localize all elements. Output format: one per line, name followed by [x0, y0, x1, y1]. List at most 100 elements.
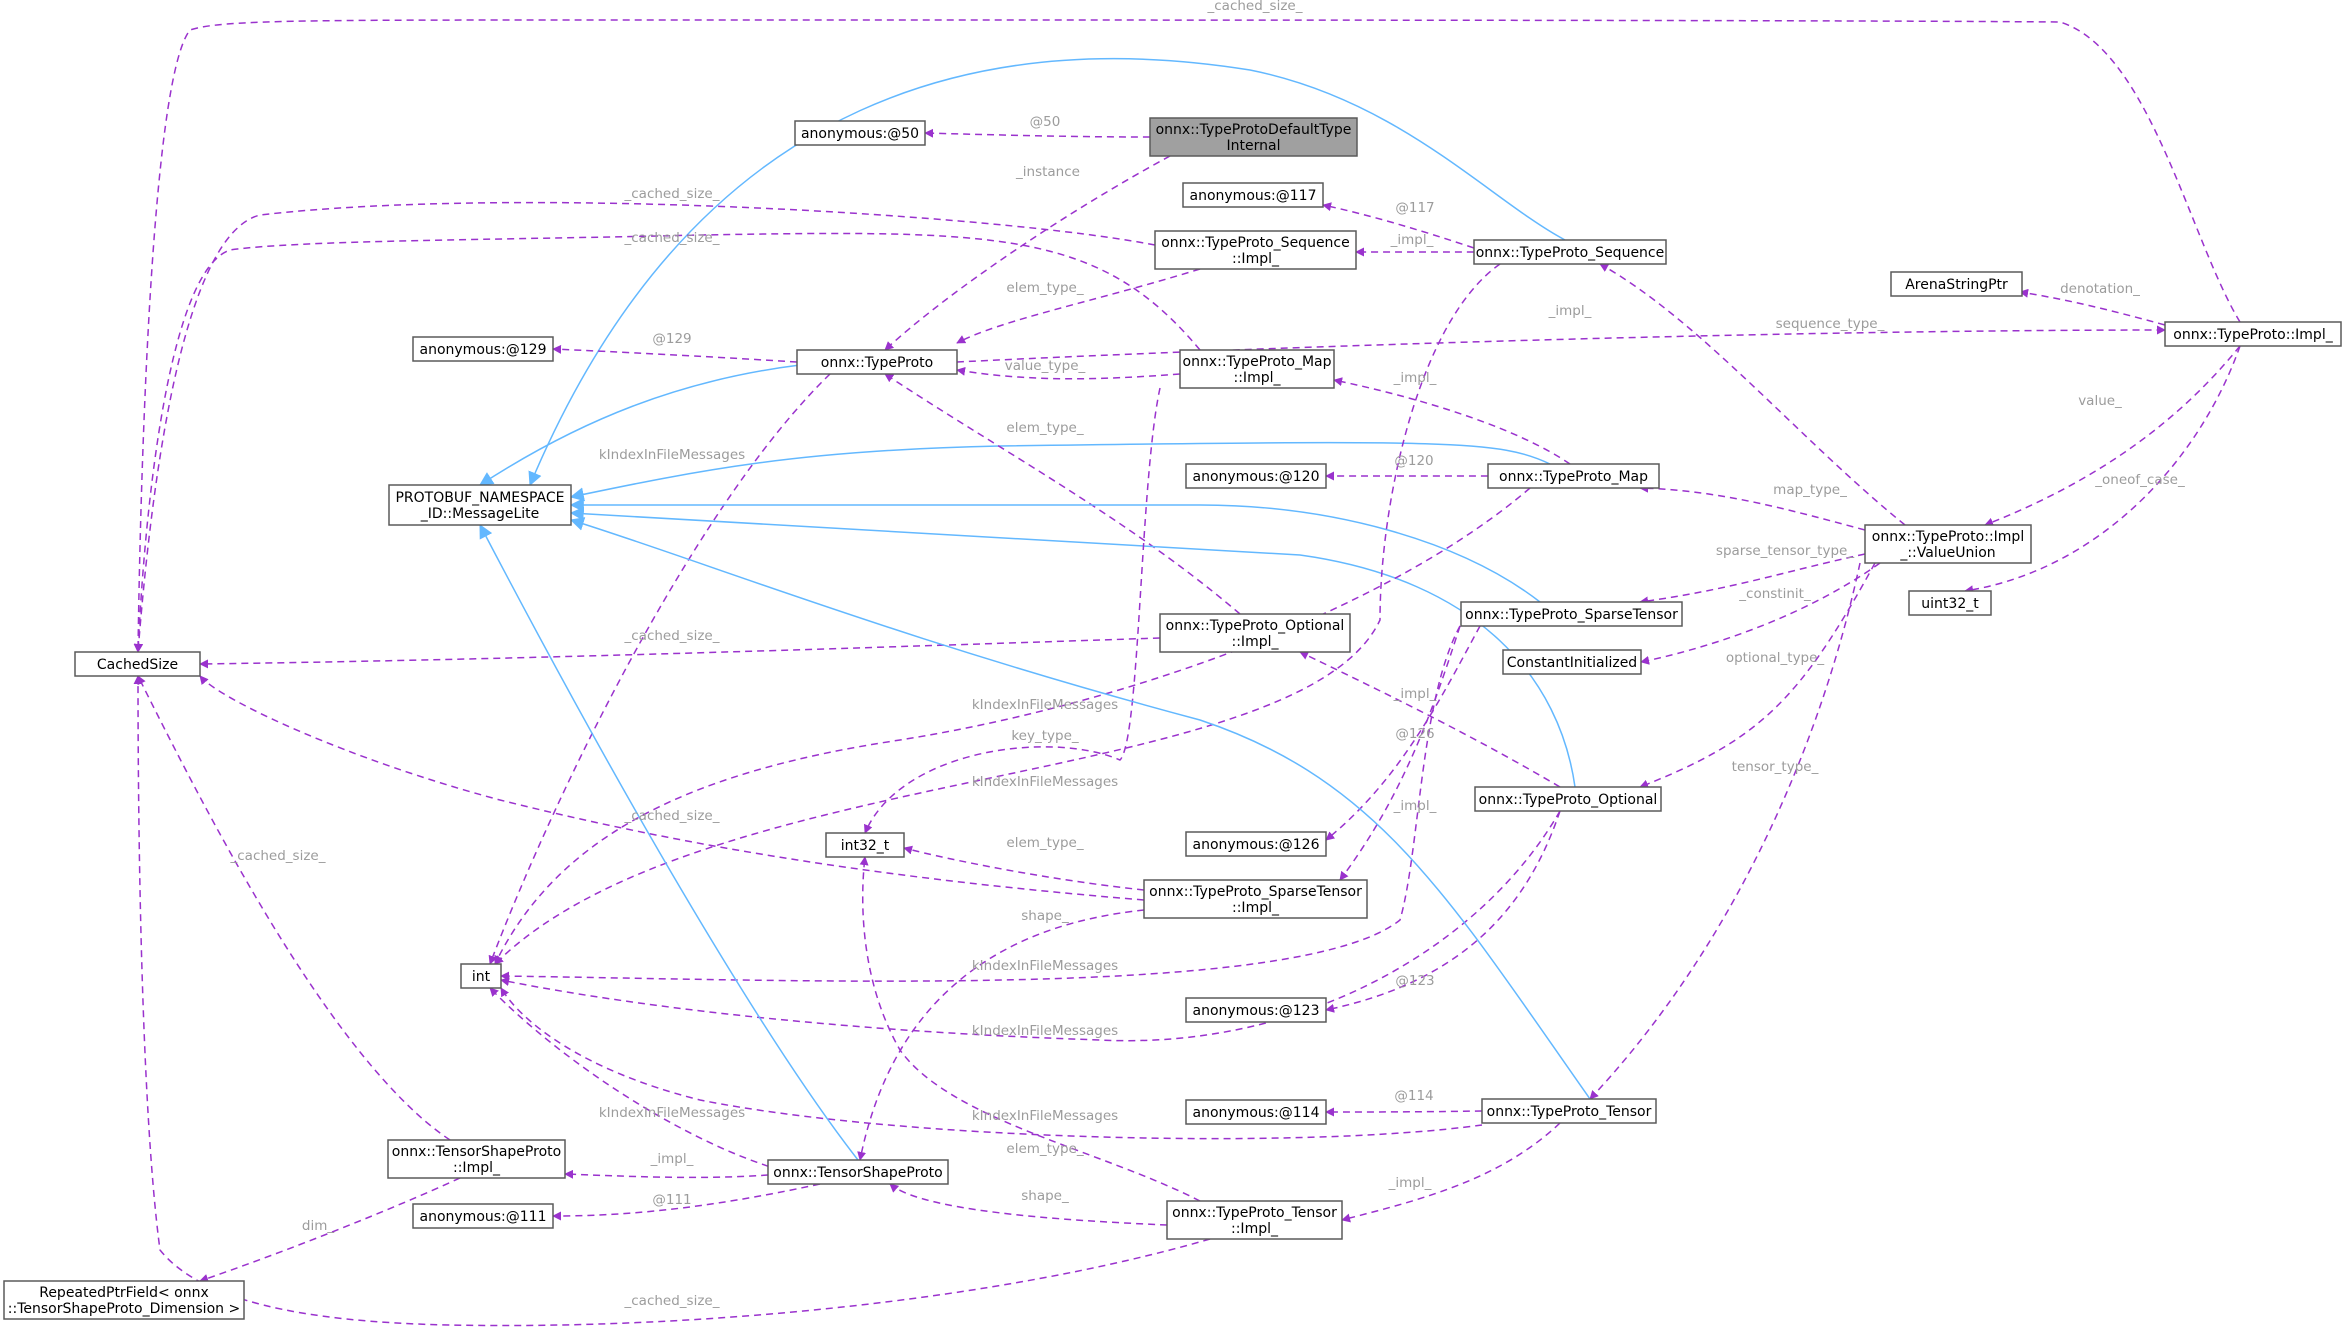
edge-label-defaultTypeInternal-to-typeProto: _instance	[1015, 164, 1080, 180]
class-node-anon120[interactable]: anonymous:@120	[1185, 463, 1327, 489]
class-node-arenaStringPtr[interactable]: ArenaStringPtr	[1890, 271, 2023, 297]
class-node-constInit[interactable]: ConstantInitialized	[1502, 649, 1642, 675]
class-node-typeProto[interactable]: onnx::TypeProto	[796, 349, 958, 375]
class-node-box	[2164, 321, 2342, 347]
class-node-label: ConstantInitialized	[1507, 655, 1637, 671]
class-node-box	[1159, 613, 1351, 653]
class-node-box	[1182, 182, 1324, 208]
edge-label-tspImpl-to-cachedSize: _cached_size_	[230, 848, 326, 864]
class-node-anon117[interactable]: anonymous:@117	[1182, 182, 1324, 208]
dependency-edge-tensorImpl-to-int32	[859, 856, 1201, 1202]
edge-label-tpOptional-to-anon123: @123	[1395, 973, 1434, 989]
inheritance-edge-tpMap-to-messageLite	[569, 441, 1551, 502]
class-node-label: onnx::TensorShapeProto	[773, 1165, 942, 1181]
class-node-messageLite[interactable]: PROTOBUF_NAMESPACE_ID::MessageLite	[388, 484, 572, 526]
class-node-box	[1502, 649, 1642, 675]
edge-label-tpTensor-to-anon114: @114	[1394, 1088, 1433, 1104]
class-node-anon126[interactable]: anonymous:@126	[1185, 831, 1327, 857]
dependency-edge-tspImpl-to-repeatedPtr	[199, 1177, 461, 1283]
class-node-box	[1185, 1099, 1327, 1125]
class-node-tpSparse[interactable]: onnx::TypeProto_SparseTensor	[1460, 601, 1683, 627]
edge-label-mapImpl-to-typeProto: value_type_	[1005, 358, 1086, 374]
class-node-label: onnx::TypeProto	[821, 355, 933, 371]
class-node-uint32[interactable]: uint32_t	[1908, 590, 1992, 616]
dependency-edge-sparseImpl-to-tsp	[857, 909, 1145, 1161]
class-node-box	[794, 120, 926, 146]
dependency-edge-tpSparse-to-anon126	[1325, 625, 1481, 841]
class-node-int32[interactable]: int32_t	[825, 832, 905, 858]
class-node-anon114[interactable]: anonymous:@114	[1185, 1099, 1327, 1125]
edge-label-tpOptional-to-int: kIndexInFileMessages	[972, 1023, 1118, 1039]
class-node-anon50[interactable]: anonymous:@50	[794, 120, 926, 146]
dependency-edge-tpTensor-to-int	[500, 987, 1483, 1140]
class-node-tpTensor[interactable]: onnx::TypeProto_Tensor	[1481, 1098, 1657, 1124]
edge-label-typeProto-to-tpImpl: _impl_	[1548, 303, 1592, 319]
class-node-int[interactable]: int	[460, 963, 502, 989]
class-node-tsp[interactable]: onnx::TensorShapeProto	[767, 1159, 949, 1185]
dependency-edge-typeProto-to-int	[488, 373, 831, 965]
class-node-label: uint32_t	[1921, 596, 1979, 612]
class-node-label: anonymous:@50	[801, 126, 919, 142]
class-node-label: CachedSize	[97, 657, 178, 673]
class-node-cachedSize[interactable]: CachedSize	[74, 651, 201, 677]
class-node-box	[1890, 271, 2023, 297]
dependency-edge-tpImpl-to-arenaStringPtr	[2019, 288, 2166, 326]
class-node-anon111[interactable]: anonymous:@111	[412, 1203, 554, 1229]
edge-label-typeProto-to-anon129: @129	[652, 331, 691, 347]
class-node-box	[825, 832, 905, 858]
class-node-mapImpl[interactable]: onnx::TypeProto_Map::Impl_	[1179, 349, 1335, 389]
class-node-label: onnx::TypeProto_Optional::Impl_	[1166, 618, 1345, 650]
class-node-repeatedPtr[interactable]: RepeatedPtrField< onnx::TensorShapeProto…	[3, 1280, 245, 1320]
class-node-tpSequence[interactable]: onnx::TypeProto_Sequence	[1473, 239, 1667, 265]
edge-label-tpImpl-to-valueUnion: value_	[2078, 393, 2122, 409]
class-node-seqImpl[interactable]: onnx::TypeProto_Sequence::Impl_	[1154, 230, 1357, 270]
class-node-box	[387, 1139, 566, 1179]
edge-label-optImpl-to-typeProto: elem_type_	[1006, 420, 1083, 436]
dependency-edge-tspImpl-to-cachedSize	[137, 675, 451, 1141]
dependency-edge-tpSparse-to-sparseImpl	[1339, 625, 1461, 881]
class-node-tspImpl[interactable]: onnx::TensorShapeProto::Impl_	[387, 1139, 566, 1179]
class-node-anon129[interactable]: anonymous:@129	[412, 336, 554, 362]
class-node-tensorImpl[interactable]: onnx::TypeProto_Tensor::Impl_	[1166, 1200, 1343, 1240]
edge-label-tensorImpl-to-tsp: shape_	[1021, 1188, 1069, 1204]
class-node-tpImpl[interactable]: onnx::TypeProto::Impl_	[2164, 321, 2342, 347]
edge-label-defaultTypeInternal-to-anon50: @50	[1030, 114, 1061, 130]
dependency-edge-mapImpl-to-int32	[864, 387, 1161, 834]
class-node-optImpl[interactable]: onnx::TypeProto_Optional::Impl_	[1159, 613, 1351, 653]
class-node-label: onnx::TypeProto_Map::Impl_	[1183, 354, 1332, 386]
edge-label-tpMap-to-anon120: @120	[1394, 453, 1433, 469]
edge-label-tpSparse-to-int: kIndexInFileMessages	[972, 958, 1118, 974]
class-node-box	[1864, 524, 2032, 564]
class-node-label: onnx::TypeProto_Tensor::Impl_	[1172, 1205, 1337, 1237]
dependency-edge-valueUnion-to-tpSequence	[1599, 263, 1906, 526]
class-node-label: onnx::TypeProto::Impl_	[2173, 327, 2333, 343]
edge-label-tpTensor-to-int: kIndexInFileMessages	[972, 1108, 1118, 1124]
class-node-tpMap[interactable]: onnx::TypeProto_Map	[1487, 463, 1660, 489]
edge-label-tpSparse-to-anon126: @126	[1395, 726, 1434, 742]
class-node-sparseImpl[interactable]: onnx::TypeProto_SparseTensor::Impl_	[1143, 879, 1368, 919]
edge-label-valueUnion-to-constInit: _constinit_	[1738, 586, 1811, 602]
class-node-valueUnion[interactable]: onnx::TypeProto::Impl_::ValueUnion	[1864, 524, 2032, 564]
class-node-label: anonymous:@126	[1193, 837, 1320, 853]
dependency-edge-valueUnion-to-tpSparse	[1639, 553, 1866, 606]
edge-label-valueUnion-to-tpSparse: sparse_tensor_type_	[1716, 543, 1854, 559]
dependency-edge-tsp-to-tspImpl	[564, 1169, 769, 1179]
class-node-box	[412, 336, 554, 362]
class-node-box	[1487, 463, 1660, 489]
class-node-label: anonymous:@117	[1190, 188, 1317, 204]
edge-label-tspImpl-to-repeatedPtr: dim_	[302, 1218, 334, 1234]
edge-label-tsp-to-int: kIndexInFileMessages	[599, 1105, 745, 1121]
edge-label-valueUnion-to-tpTensor: tensor_type_	[1732, 759, 1819, 775]
dependency-edge-tpImpl-to-valueUnion	[1984, 345, 2241, 527]
class-node-label: onnx::TypeProto_Tensor	[1487, 1104, 1652, 1120]
class-node-label: PROTOBUF_NAMESPACE_ID::MessageLite	[395, 490, 564, 522]
class-node-anon123[interactable]: anonymous:@123	[1185, 997, 1327, 1023]
dependency-edge-tsp-to-int	[489, 987, 781, 1171]
dependency-edge-defaultTypeInternal-to-typeProto	[884, 155, 1171, 351]
class-node-tpOptional[interactable]: onnx::TypeProto_Optional	[1474, 786, 1662, 812]
inheritance-edge-tpTensor-to-messageLite	[569, 517, 1591, 1100]
class-node-box	[1185, 831, 1327, 857]
